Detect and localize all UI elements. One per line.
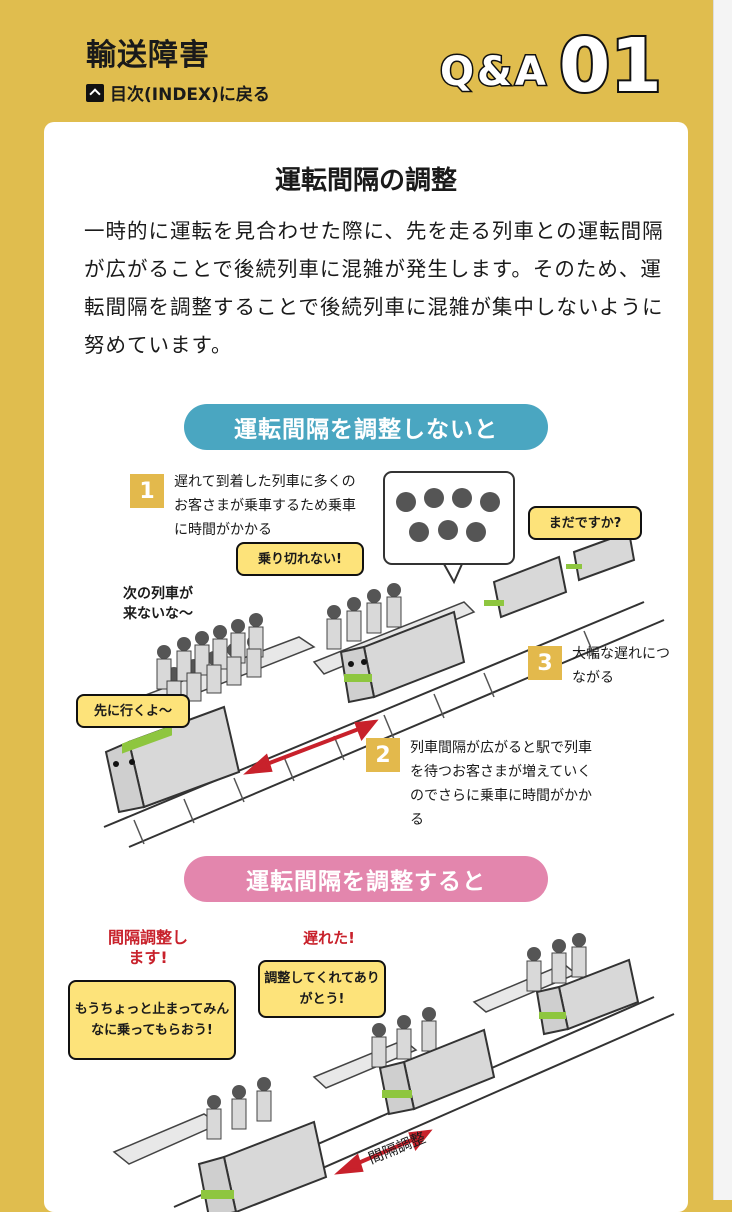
qa-label: Q&A: [439, 48, 549, 97]
thanks-bubble: 調整してくれてありがとう!: [258, 960, 386, 1018]
lead-paragraph: 一時的に運転を見合わせた際に、先を走る列車との運転間隔が広がることで後続列車に混…: [84, 219, 664, 357]
go-ahead-bubble: 先に行くよ〜: [76, 694, 190, 728]
wait-bubble: もうちょっと止まってみんなに乗ってもらおう!: [68, 980, 236, 1060]
step-1-text: 遅れて到着した列車に多くのお客さまが乗車するため乗車に時間がかかる: [174, 474, 356, 538]
page-title: 輸送障害: [86, 38, 210, 73]
section-title: 運転間隔の調整: [274, 166, 457, 196]
with-adjust-heading: 運転間隔を調整すると: [184, 856, 548, 902]
next-train-caption: 次の列車が来ないな〜: [123, 586, 193, 622]
chevron-up-icon: [86, 83, 104, 102]
step-2-text: 列車間隔が広がると駅で列車を待つお客さまが増えていくのでさらに乗車に時間がかかる: [410, 740, 592, 828]
announce-caption: 間隔調整します!: [108, 928, 189, 967]
back-to-index-label: 目次(INDEX)に戻る: [110, 85, 270, 105]
qa-number: 01: [557, 23, 664, 109]
back-to-index-link[interactable]: 目次(INDEX)に戻る: [86, 80, 270, 105]
content-card: 運転間隔の調整 一時的に運転を見合わせた際に、先を走る列車との運転間隔が広がるこ…: [44, 122, 688, 1212]
scrollbar-track[interactable]: [713, 0, 732, 1200]
step-3-badge: 3: [528, 646, 562, 680]
late-caption: 遅れた!: [303, 929, 355, 947]
step-1-badge: 1: [130, 474, 164, 508]
with-adjust-illustration: [112, 933, 675, 1212]
without-adjust-heading: 運転間隔を調整しないと: [184, 404, 548, 450]
cant-board-bubble: 乗り切れない!: [236, 542, 364, 576]
step-2-badge: 2: [366, 738, 400, 772]
page-header: 輸送障害 目次(INDEX)に戻る Q&A 01: [0, 0, 714, 122]
qa-badge: Q&A 01: [439, 23, 664, 109]
not-yet-bubble: まだですか?: [528, 506, 642, 540]
step-3-text: 大幅な遅れにつながる: [572, 646, 670, 686]
